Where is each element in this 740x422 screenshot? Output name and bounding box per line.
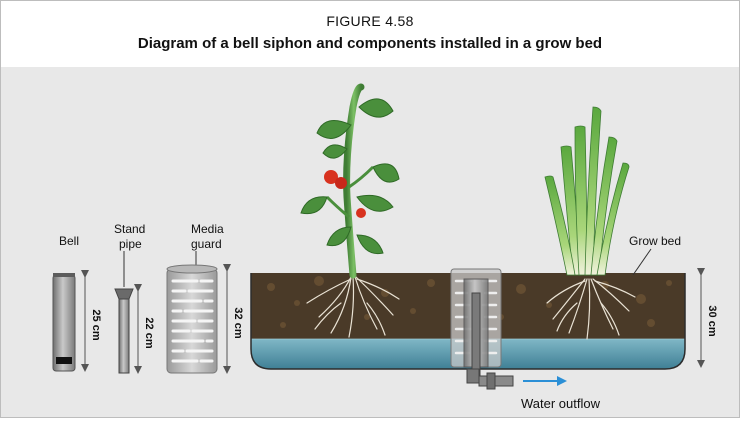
tomato-icon — [324, 170, 338, 184]
water-outflow-group: Water outflow — [521, 376, 601, 411]
onion-roots — [546, 278, 636, 340]
tomato-branch-1 — [348, 165, 375, 189]
onion-plant — [544, 106, 636, 340]
grow-bed-label: Grow bed — [629, 234, 681, 248]
bell-icon — [52, 274, 76, 372]
media-guard-group: Media guard 32 cm — [166, 222, 244, 374]
bell-cap — [53, 273, 75, 277]
tomato-leaves — [300, 98, 400, 255]
outflow-elbow — [466, 368, 480, 384]
media-guard-label-1: Media — [191, 222, 224, 236]
stand-pipe-funnel — [114, 288, 134, 300]
bell-label: Bell — [59, 234, 79, 248]
media-guard-slots — [171, 279, 214, 363]
bell-dimension: 25 cm — [90, 309, 102, 340]
diagram-panel: Bell 25 cm Stand pipe 22 cm Media gu — [1, 67, 739, 417]
outflow-coupling — [486, 372, 496, 390]
soil-texture — [267, 276, 672, 328]
stand-pipe-icon — [118, 298, 130, 374]
grow-bed-leader — [632, 248, 652, 276]
media-guard-dimension: 32 cm — [232, 307, 244, 338]
diagram-svg: Bell 25 cm Stand pipe 22 cm Media gu — [52, 83, 718, 411]
tomato-branch-2 — [325, 195, 350, 219]
water-outflow-label: Water outflow — [521, 396, 601, 411]
onion-stalks — [544, 106, 630, 276]
bell-notch — [56, 357, 72, 364]
outflow-arrow-icon — [557, 376, 567, 386]
stand-pipe-dimension: 22 cm — [143, 317, 155, 348]
tomato-plant — [300, 83, 400, 338]
stand-pipe-group: Stand pipe 22 cm — [114, 222, 155, 374]
stand-pipe-label-2: pipe — [119, 237, 142, 251]
bell-group: Bell 25 cm — [52, 234, 102, 372]
installed-siphon — [450, 268, 514, 390]
tomato-icon — [356, 208, 366, 218]
outflow-pipe — [478, 375, 514, 387]
installed-stand-pipe — [471, 292, 481, 380]
grow-bed-dimension: 30 cm — [706, 305, 718, 336]
media-guard-label-2: guard — [191, 237, 222, 251]
tomato-roots — [306, 276, 400, 338]
figure-number: FIGURE 4.58 — [326, 13, 414, 29]
figure-title: Diagram of a bell siphon and components … — [137, 35, 603, 52]
tomato-fruits — [324, 170, 366, 218]
media-guard-top — [166, 264, 218, 274]
tomato-icon — [335, 177, 347, 189]
stand-pipe-label-1: Stand — [114, 222, 145, 236]
figure-header: FIGURE 4.58 Diagram of a bell siphon and… — [1, 1, 739, 67]
